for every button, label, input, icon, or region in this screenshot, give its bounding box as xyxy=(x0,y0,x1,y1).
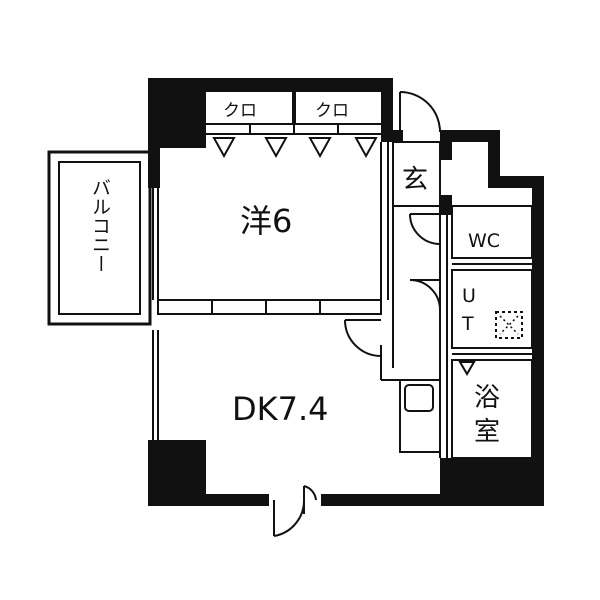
balcony xyxy=(47,150,152,326)
walls xyxy=(148,78,544,506)
closet-door-marks xyxy=(212,137,378,159)
ut-label-t: T xyxy=(461,313,474,335)
bath-label-1: 浴 xyxy=(474,383,500,413)
balcony-label: バルコニー xyxy=(89,178,111,273)
entrance-label: 玄 xyxy=(402,165,428,195)
bath-door-mark xyxy=(458,361,476,376)
western-room-label: 洋6 xyxy=(240,202,292,240)
door-swings xyxy=(273,91,441,537)
bath-label-2: 室 xyxy=(474,417,500,447)
wc-label: WC xyxy=(468,230,500,252)
closet-label-1: クロ xyxy=(223,101,257,121)
interior-walls xyxy=(152,92,533,506)
dk-room-label: DK7.4 xyxy=(232,390,329,428)
ut-label-u: U xyxy=(462,285,476,307)
closet-label-2: クロ xyxy=(315,101,349,121)
washer-pan-icon xyxy=(495,311,523,339)
